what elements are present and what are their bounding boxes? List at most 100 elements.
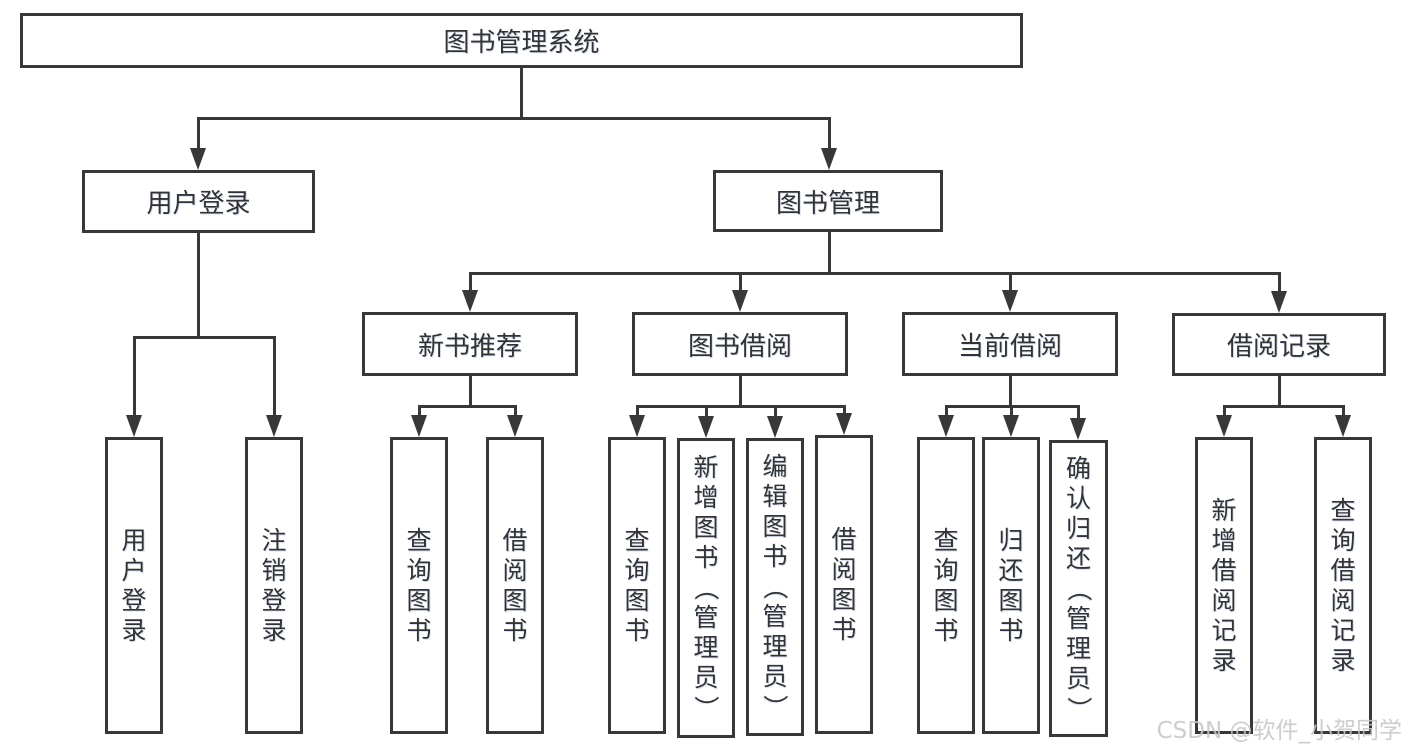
node-label-char: 书 xyxy=(831,614,857,644)
node-label-char: 图 xyxy=(502,585,528,615)
node-label-char: 书 xyxy=(933,615,959,645)
connector-line xyxy=(513,406,517,421)
arrowhead-icon xyxy=(1002,290,1018,312)
node-label-char: 书 xyxy=(502,615,528,645)
node-label-char: 查 xyxy=(1330,495,1356,525)
node-new-book-recommend: 新书推荐 xyxy=(362,312,578,376)
arrowhead-icon xyxy=(698,416,714,438)
node-label-char: 图 xyxy=(933,585,959,615)
node-label-char: 管 xyxy=(693,603,719,632)
connector-line xyxy=(1222,406,1226,421)
node-leaf-nb-query: 查询图书 xyxy=(390,437,448,734)
connector-line xyxy=(1341,406,1345,421)
connector-line xyxy=(738,273,742,296)
connector-line xyxy=(773,406,777,422)
node-label-char: 图 xyxy=(831,584,857,614)
node-label-char: 确 xyxy=(1065,453,1091,483)
csdn-watermark: CSDN @软件_小贺同学 xyxy=(1156,718,1402,744)
connector-line xyxy=(196,233,200,338)
connector-line xyxy=(1009,406,1013,421)
node-label-char: 注 xyxy=(261,525,287,555)
arrowhead-icon xyxy=(821,148,837,170)
node-label-char: 询 xyxy=(624,555,650,585)
node-leaf-user-login: 用户登录 xyxy=(105,437,163,734)
node-label-char: 图 xyxy=(406,585,432,615)
node-leaf-logout: 注销登录 xyxy=(245,437,303,734)
connector-line xyxy=(827,232,831,274)
node-label-char: 录 xyxy=(1211,645,1237,675)
node-label-char: 图 xyxy=(624,585,650,615)
connector-line xyxy=(704,406,708,422)
connector-line xyxy=(196,118,200,154)
arrowhead-icon xyxy=(126,415,142,437)
node-root: 图书管理系统 xyxy=(20,13,1023,68)
node-leaf-cb-return: 归还图书 xyxy=(982,437,1040,734)
node-label-char: 录 xyxy=(1330,645,1356,675)
node-label-char: 新 xyxy=(693,453,719,482)
connector-line xyxy=(1008,376,1012,407)
node-label-char: 归 xyxy=(1065,513,1091,543)
node-label-char: 图 xyxy=(998,585,1024,615)
node-label-char: 登 xyxy=(261,585,287,615)
connector-line xyxy=(944,406,948,421)
node-label-char: 增 xyxy=(693,483,719,512)
node-label-char: 图 xyxy=(762,512,788,541)
node-label-char: 书 xyxy=(762,542,788,571)
node-label-char: 阅 xyxy=(1211,585,1237,615)
connector-line xyxy=(272,337,276,421)
node-label-char: 认 xyxy=(1065,483,1091,513)
node-label-char: 还 xyxy=(998,555,1024,585)
node-label-char: （ xyxy=(691,575,721,601)
node-leaf-bb-edit: 编辑图书（管理员） xyxy=(746,438,804,736)
node-label-char: 录 xyxy=(261,615,287,645)
node-label-char: 阅 xyxy=(831,554,857,584)
node-label-char: 借 xyxy=(1211,555,1237,585)
connector-line xyxy=(1008,273,1012,296)
node-label-char: 销 xyxy=(261,555,287,585)
node-leaf-bb-borrow: 借阅图书 xyxy=(815,435,873,734)
node-label-char: 理 xyxy=(762,632,788,661)
arrowhead-icon xyxy=(836,413,852,435)
node-label-char: 询 xyxy=(933,555,959,585)
node-label-char: 辑 xyxy=(762,482,788,511)
arrowhead-icon xyxy=(1335,415,1351,437)
arrowhead-icon xyxy=(190,148,206,170)
node-label-char: 户 xyxy=(121,555,147,585)
arrowhead-icon xyxy=(938,415,954,437)
connector-line xyxy=(196,116,831,120)
node-book-mgmt: 图书管理 xyxy=(713,170,943,232)
node-label-char: 新 xyxy=(1211,495,1237,525)
node-label-char: 查 xyxy=(406,525,432,555)
node-label-char: 借 xyxy=(502,525,528,555)
node-leaf-nb-borrow: 借阅图书 xyxy=(486,437,544,734)
connector-line xyxy=(132,335,276,339)
arrowhead-icon xyxy=(507,415,523,437)
node-label-char: ） xyxy=(760,694,790,720)
node-leaf-br-query: 查询借阅记录 xyxy=(1314,437,1372,734)
node-label-char: 书 xyxy=(693,543,719,572)
connector-line xyxy=(738,376,742,407)
node-label-char: 询 xyxy=(406,555,432,585)
node-label-char: （ xyxy=(760,574,790,600)
node-label-char: 借 xyxy=(1330,555,1356,585)
node-label-char: 还 xyxy=(1065,543,1091,573)
connector-line xyxy=(417,406,421,421)
node-label-char: 询 xyxy=(1330,525,1356,555)
node-label-char: 登 xyxy=(121,585,147,615)
arrowhead-icon xyxy=(411,415,427,437)
arrowhead-icon xyxy=(1070,418,1086,440)
arrowhead-icon xyxy=(1216,415,1232,437)
connector-line xyxy=(132,337,136,421)
node-label-char: 用 xyxy=(121,525,147,555)
connector-line xyxy=(519,68,523,118)
connector-line xyxy=(468,273,472,296)
connector-line xyxy=(468,376,472,407)
node-label-char: 记 xyxy=(1211,615,1237,645)
node-label-char: 书 xyxy=(998,615,1024,645)
node-label-char: （ xyxy=(1064,575,1094,602)
connector-line xyxy=(417,404,517,408)
arrowhead-icon xyxy=(1271,291,1287,313)
node-leaf-cb-query: 查询图书 xyxy=(917,437,975,734)
arrowhead-icon xyxy=(462,290,478,312)
node-label-char: 管 xyxy=(762,602,788,631)
